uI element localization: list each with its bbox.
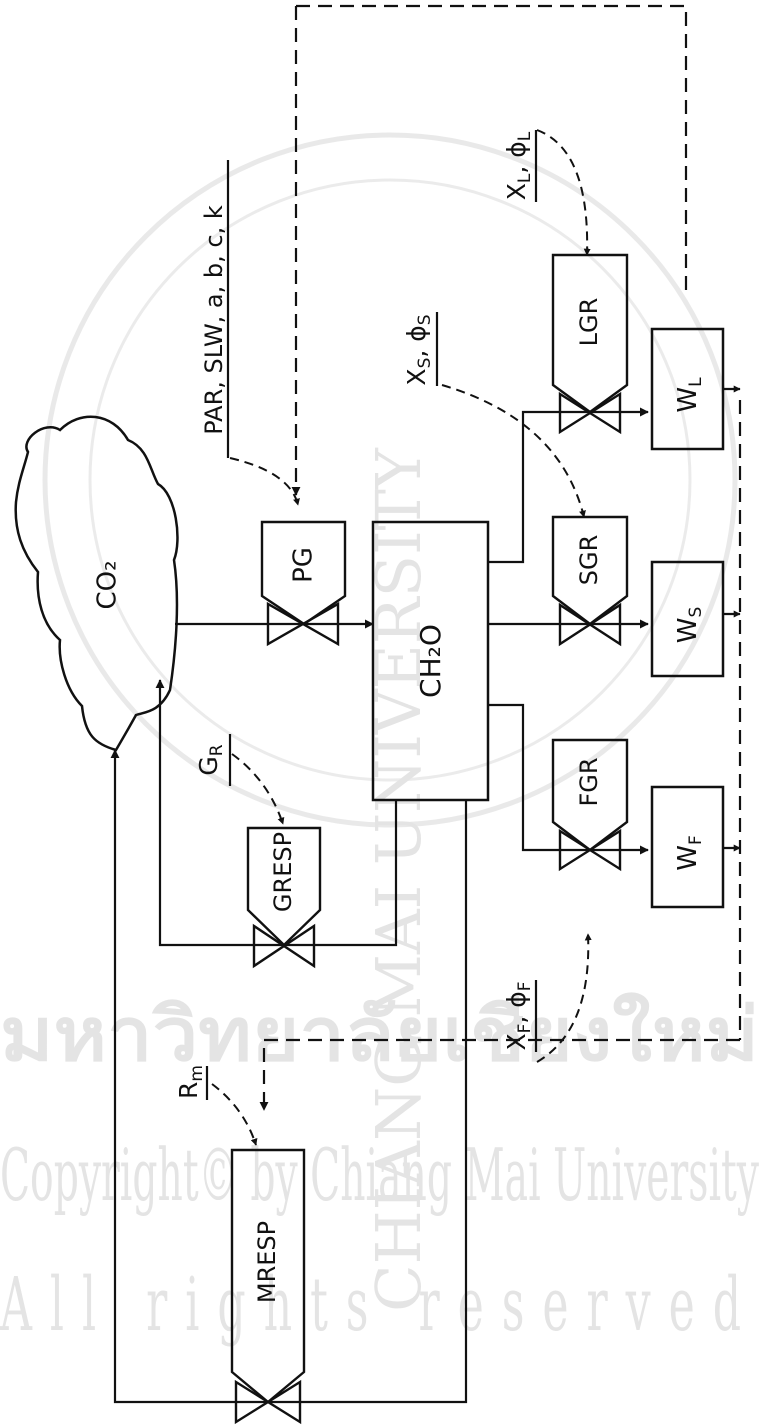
svg-text:WF: WF	[673, 835, 707, 871]
xl-sub: L	[515, 173, 535, 183]
watermark-copyright: Copyright© by Chiang Mai University	[0, 1133, 759, 1217]
wl-label: W	[673, 387, 703, 413]
svg-text:WL: WL	[673, 377, 707, 413]
xs-sub: S	[415, 358, 435, 369]
ws-label: W	[673, 618, 703, 644]
phil-sub: L	[515, 131, 535, 141]
ws-sub: S	[686, 607, 706, 618]
pg-inputs-label: PAR, SLW, a, b, c, k	[200, 205, 228, 435]
gr-sub: R	[207, 744, 227, 756]
flow-lines	[110, 385, 741, 1404]
wl-pool: WL	[650, 327, 725, 451]
rm-driver-label: Rm	[174, 1065, 207, 1099]
wl-sub: L	[686, 377, 706, 387]
phif-sub: F	[515, 981, 535, 991]
phis-label: , ϕ	[402, 325, 431, 357]
lgr-label: LGR	[575, 298, 603, 347]
ch2o-pool: CH₂O	[371, 520, 490, 802]
co2-label: CO₂	[93, 560, 123, 609]
mresp-process: MRESP	[230, 1148, 306, 1425]
phil-label: , ϕ	[502, 141, 531, 173]
wf-pool: WF	[650, 785, 725, 909]
mresp-label: MRESP	[253, 1221, 281, 1303]
xs-phis-label: XS, ϕS	[402, 314, 435, 385]
wf-label: W	[673, 845, 703, 871]
xf-label: X	[502, 1033, 531, 1050]
rm-label: R	[174, 1082, 203, 1099]
driver-arrows	[211, 129, 592, 1146]
phis-sub: S	[415, 314, 435, 325]
driver-bars	[205, 130, 538, 1100]
ch2o-label: CH₂O	[414, 624, 447, 698]
watermark-rights: All rights reserved	[0, 1262, 759, 1348]
gr-driver-label: GR	[194, 744, 227, 775]
xl-phil-label: XL, ϕL	[502, 131, 535, 200]
pg-label: PG	[289, 547, 319, 583]
fgr-label: FGR	[575, 757, 603, 806]
gr-label: G	[194, 756, 223, 775]
co2-cloud: CO₂	[14, 415, 179, 752]
ws-pool: WS	[650, 560, 725, 678]
gresp-process: GRESP	[246, 826, 322, 969]
svg-text:WS: WS	[673, 607, 707, 644]
pg-process: PG	[260, 520, 347, 647]
rm-sub: m	[187, 1065, 207, 1082]
xl-label: X	[502, 183, 531, 200]
gresp-label: GRESP	[269, 832, 297, 912]
phif-label: , ϕ	[502, 991, 531, 1023]
fgr-process: FGR	[551, 738, 629, 872]
feedback-loop	[259, 4, 742, 1111]
watermark-thai: มหาวิทยาลัยเชียงใหม่	[0, 991, 759, 1078]
wf-sub: F	[686, 835, 706, 845]
lgr-process: LGR	[551, 253, 629, 435]
xs-label: X	[402, 368, 431, 385]
xf-phif-label: XF, ϕF	[502, 981, 535, 1050]
watermark: มหาวิทยาลัยเชียงใหม่ Copyright© by Chian…	[0, 132, 759, 1348]
sgr-label: SGR	[575, 535, 603, 586]
sgr-process: SGR	[551, 515, 629, 647]
xf-sub: F	[515, 1024, 535, 1034]
